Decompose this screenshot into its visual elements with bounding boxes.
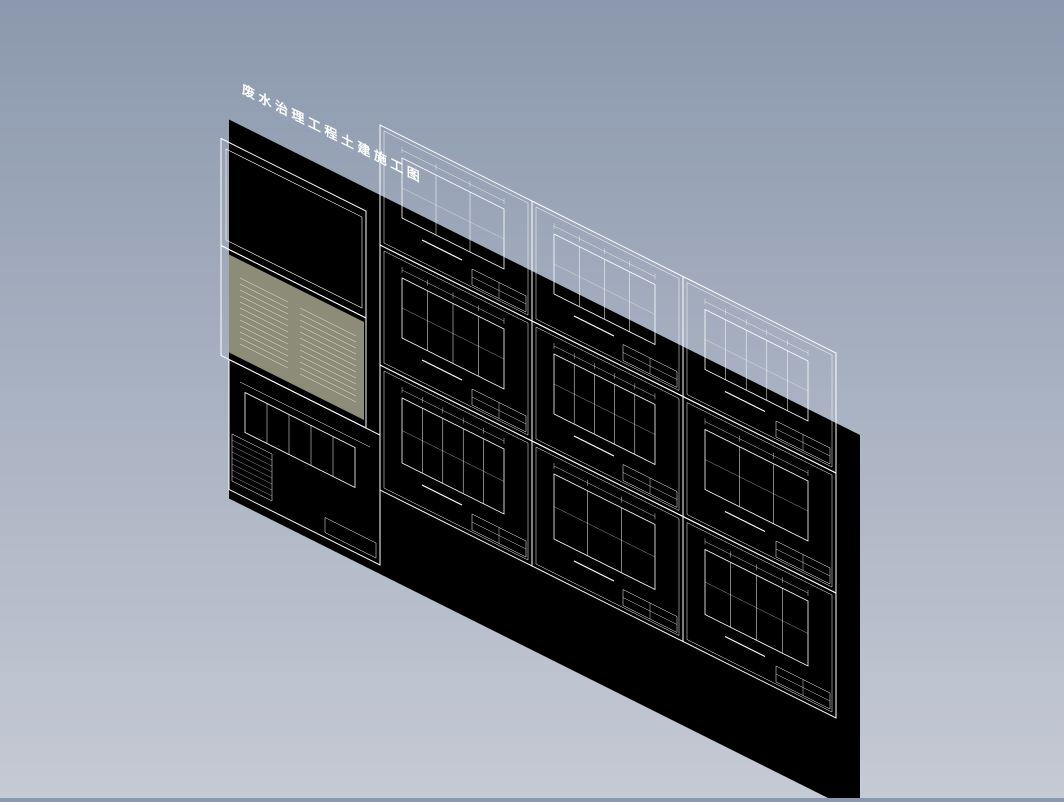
left-sheet-table-row-3 [231,451,273,473]
dimension-line-7 [704,301,809,354]
notes-text-line-b-11 [299,373,357,403]
drawing-caption-8 [724,510,766,533]
notes-text-line-a-0 [239,277,289,303]
drawing-caption-4 [573,315,615,337]
notes-text-line-a-3 [239,295,289,321]
drawing-sheet-inner-frame-7 [686,282,833,468]
title-block-2 [471,388,527,433]
drawing-caption-3 [421,484,463,506]
drawing-sheet-inner-frame-6 [535,446,680,636]
drawing-sheet-inner-frame-1 [383,130,529,316]
left-sheet-table-row-2 [231,445,273,467]
plan-axis-2 [401,307,505,360]
plan-axis-6 [553,506,656,558]
plan-outline-2 [401,277,505,390]
notes-text-line-b-4 [299,331,357,361]
notes-text-line-b-2 [299,319,357,349]
drawing-sheet-inner-frame-5 [535,326,680,511]
notes-text-line-b-7 [299,349,357,379]
left-sheet-title-block [324,517,377,559]
title-block-8 [775,540,831,585]
plan-sheet-frame [228,358,381,566]
notes-text-line-a-10 [239,337,289,363]
left-sheet-table-row-6 [231,469,273,491]
title-block-9 [775,665,831,710]
drawing-caption-9 [724,635,766,658]
title-block-4 [622,344,678,388]
left-sheet-table-row-1 [231,439,273,461]
left-sheet-table [231,433,273,502]
notes-text-line-a-9 [239,331,289,357]
drawing-caption-5 [573,435,615,457]
title-block-3 [471,513,527,558]
plan-outline-3 [401,397,505,515]
notes-text-line-b-9 [299,361,357,391]
left-sheet-dimension [239,381,371,448]
notes-text-line-b-3 [299,325,357,355]
drawing-caption-1 [421,239,463,261]
drawing-caption-7 [724,390,766,413]
design-notes-sheet [229,254,364,420]
left-sheet-table-row-7 [231,475,273,497]
drawing-sheet-9 [682,515,837,719]
notes-text-line-a-1 [239,283,289,309]
notes-text-line-b-6 [299,343,357,373]
dimension-line-1 [401,149,505,202]
title-block-5 [622,464,678,508]
notes-text-line-a-7 [239,319,289,345]
drawing-caption-2 [421,359,463,381]
notes-text-line-b-8 [299,355,357,385]
drawing-sheet-inner-frame-3 [383,370,529,561]
left-sheet-table-row-4 [231,457,273,479]
dimension-line-3 [401,389,505,442]
left-sheet-table-row-5 [231,463,273,485]
title-block-1 [471,268,527,313]
notes-text-line-a-8 [239,325,289,351]
drawing-sheet-inner-frame-8 [686,402,833,588]
notes-text-line-a-4 [239,301,289,327]
dimension-line-5 [553,345,656,397]
title-block-7 [775,420,831,465]
drawing-sheets [220,119,860,802]
title-block-6 [622,589,678,633]
plan-axis-1 [401,187,505,240]
plan-outline-4 [553,233,656,346]
plan-axis-9 [704,581,809,634]
left-sheet-plan-outline [244,391,356,489]
plan-axis-4 [553,263,656,315]
notes-text-line-b-0 [299,307,357,337]
plan-outline-7 [704,308,809,422]
plan-axis-8 [704,459,809,512]
dimension-line-8 [704,421,809,474]
model-space-backdrop [229,119,860,802]
cover-sheet-inner-frame [225,148,363,309]
notes-text-line-a-6 [239,313,289,339]
notes-text-line-b-1 [299,313,357,343]
plan-outline-9 [704,548,809,667]
notes-text-line-a-11 [239,343,289,369]
notes-text-line-a-2 [239,289,289,315]
notes-text-line-b-10 [299,367,357,397]
plan-axis-7 [704,339,809,392]
drawing-caption-6 [573,560,615,582]
notes-text-line-b-5 [299,337,357,367]
drawing-sheet-inner-frame-4 [535,206,680,391]
plan-axis-5 [553,383,656,435]
notes-text-line-a-5 [239,307,289,333]
plan-axis-3 [401,430,505,482]
drawing-sheet-inner-frame-2 [383,250,529,436]
drawing-sheet-inner-frame-9 [686,522,833,713]
dimension-line-6 [553,465,656,517]
plan-outline-5 [553,353,656,466]
